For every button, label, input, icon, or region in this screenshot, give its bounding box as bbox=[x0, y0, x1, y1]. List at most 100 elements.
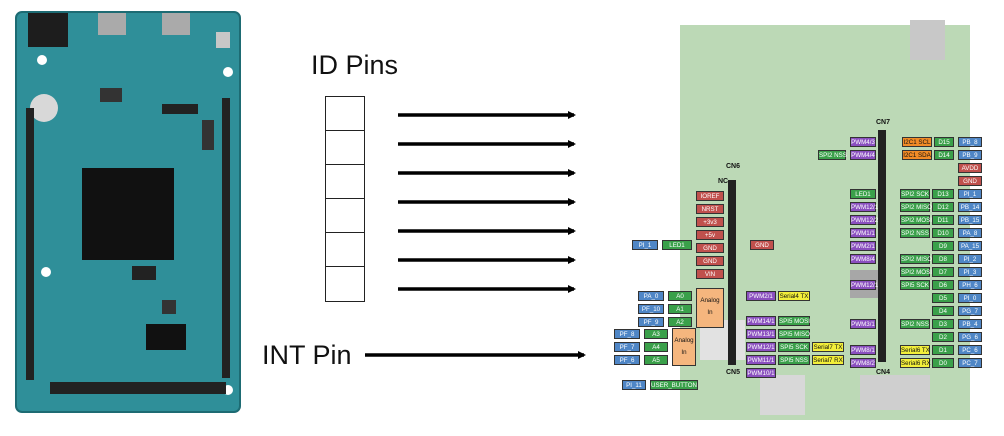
right-dev-board: CN6 NC CN7 CN5 CN4 IOREF NRST +3v3 +5v G… bbox=[610, 20, 990, 425]
port-pf9: PF_9 bbox=[638, 317, 664, 327]
pin-pwm11-1: PWM11/1 bbox=[746, 355, 776, 365]
pin-d6: D6 bbox=[932, 280, 954, 290]
pin-i2c1-scl: I2C1 SCL bbox=[902, 137, 932, 147]
port-pi1-cn7: PI_1 bbox=[958, 189, 982, 199]
cn7-cn4-header bbox=[878, 130, 886, 362]
pin-pwm4-3: PWM4/3 bbox=[850, 137, 876, 147]
pin-spi5-miso: SPI5 MISO bbox=[778, 329, 810, 339]
pin-d4: D4 bbox=[932, 306, 954, 316]
pin-spi2-mosi: SPI2 MOSI bbox=[900, 215, 932, 225]
port-pf10: PF_10 bbox=[638, 304, 664, 314]
pin-led1: LED1 bbox=[662, 240, 692, 250]
pin-pwm4-4: PWM4/4 bbox=[850, 150, 876, 160]
pin-d2: D2 bbox=[932, 332, 954, 342]
pin-serial4-tx: Serial4 TX bbox=[778, 291, 810, 301]
port-pa8: PA_8 bbox=[958, 228, 982, 238]
pin-pwm12-1-cn4: PWM12/1 bbox=[850, 280, 879, 290]
port-pa15: PA_15 bbox=[958, 241, 982, 251]
int-pin-label: INT Pin bbox=[262, 340, 352, 370]
port-pi0: PI_0 bbox=[958, 293, 982, 303]
pin-spi2-mosi-cn4: SPI2 MOSI bbox=[900, 267, 932, 277]
port-pf8: PF_8 bbox=[614, 329, 640, 339]
port-pb14: PB_14 bbox=[958, 202, 982, 212]
pin-serial7-rx: Serial7 RX bbox=[812, 355, 844, 365]
id-pin-cell bbox=[326, 97, 364, 131]
port-pf6: PF_6 bbox=[614, 355, 640, 365]
pin-a0: A0 bbox=[668, 291, 692, 301]
pin-spi2-nss-cn4: SPI2 NSS bbox=[900, 319, 930, 329]
pin-a3: A3 bbox=[644, 329, 668, 339]
pin-user-button: USER_BUTTON bbox=[650, 380, 698, 390]
pin-pwm12-1: PWM12/1 bbox=[746, 342, 776, 352]
pin-spi2-miso: SPI2 MISO bbox=[900, 202, 932, 212]
pin-pwm8-4: PWM8/4 bbox=[850, 254, 876, 264]
pin-spi5-sck: SPI5 SCK bbox=[778, 342, 810, 352]
pin-gnd-right: GND bbox=[750, 240, 774, 250]
pin-d10: D10 bbox=[932, 228, 954, 238]
pin-a2: A2 bbox=[668, 317, 692, 327]
port-pf7: PF_7 bbox=[614, 342, 640, 352]
pin-pwm10-1: PWM10/1 bbox=[746, 368, 776, 378]
pin-pwm3-1: PWM3/1 bbox=[850, 319, 876, 329]
pin-d5: D5 bbox=[932, 293, 954, 303]
analog-in-lower: Analog In bbox=[672, 328, 696, 366]
pin-a1: A1 bbox=[668, 304, 692, 314]
pin-spi5-mosi: SPI5 MOSI bbox=[778, 316, 810, 326]
pin-d15: D15 bbox=[934, 137, 954, 147]
pin-d9: D9 bbox=[932, 241, 954, 251]
id-pin-cell bbox=[326, 165, 364, 199]
pin-spi2-nss-left: SPI2 NSS bbox=[818, 150, 847, 160]
id-pins-label: ID Pins bbox=[311, 50, 399, 80]
cn5-label: CN5 bbox=[726, 369, 741, 376]
cn7-label: CN7 bbox=[876, 119, 891, 126]
pin-d8: D8 bbox=[932, 254, 954, 264]
cn6-cn5-header bbox=[728, 180, 736, 365]
pin-pwm13-1: PWM13/1 bbox=[746, 329, 776, 339]
port-pg6: PG_6 bbox=[958, 332, 982, 342]
pin-serial6-rx: Serial6 RX bbox=[900, 358, 931, 368]
pin-nrst: NRST bbox=[696, 204, 724, 214]
pin-d1: D1 bbox=[932, 345, 954, 355]
pin-pwm14-1: PWM14/1 bbox=[746, 316, 776, 326]
pin-a4: A4 bbox=[644, 342, 668, 352]
pin-d13: D13 bbox=[932, 189, 954, 199]
pin-serial6-tx: Serial6 TX bbox=[900, 345, 930, 355]
pin-pi1: PI_1 bbox=[632, 240, 658, 250]
left-dev-board bbox=[15, 11, 241, 413]
pin-d7: D7 bbox=[932, 267, 954, 277]
pin-vin: VIN bbox=[696, 269, 724, 279]
port-pb9: PB_9 bbox=[958, 150, 982, 160]
pin-pwm2-1: PWM2/1 bbox=[746, 291, 776, 301]
port-pg7: PG_7 bbox=[958, 306, 982, 316]
pin-gnd-cn7: GND bbox=[958, 176, 982, 186]
pin-pwm12-2: PWM12/2 bbox=[850, 215, 879, 225]
id-pin-cell bbox=[326, 233, 364, 267]
port-pa0: PA_0 bbox=[638, 291, 664, 301]
pin-3v3: +3v3 bbox=[696, 217, 724, 227]
port-pb4: PB_4 bbox=[958, 319, 982, 329]
port-pb15: PB_15 bbox=[958, 215, 982, 225]
pin-pwm8-1: PWM8/1 bbox=[850, 345, 876, 355]
pin-d3: D3 bbox=[932, 319, 954, 329]
pin-pwm12-1-cn7: PWM12/1 bbox=[850, 202, 879, 212]
pin-spi2-sck: SPI2 SCK bbox=[900, 189, 930, 199]
pin-avdd: AVDD bbox=[958, 163, 982, 173]
pin-gnd: GND bbox=[696, 256, 724, 266]
analog-in-upper: Analog In bbox=[696, 288, 724, 328]
pin-ioref: IOREF bbox=[696, 191, 724, 201]
id-pins-box bbox=[325, 96, 365, 302]
pin-d0: D0 bbox=[932, 358, 954, 368]
pin-pwm8-2: PWM8/2 bbox=[850, 358, 876, 368]
pin-a5: A5 bbox=[644, 355, 668, 365]
cn6-label: CN6 bbox=[726, 163, 741, 170]
pin-i2c1-sda: I2C1 SDA bbox=[902, 150, 932, 160]
pin-spi2-nss: SPI2 NSS bbox=[900, 228, 930, 238]
pin-pi11: PI_11 bbox=[622, 380, 646, 390]
pin-pwm1-1: PWM1/1 bbox=[850, 228, 876, 238]
cn4-label: CN4 bbox=[876, 369, 891, 376]
port-ph6: PH_6 bbox=[958, 280, 982, 290]
port-pb8: PB_8 bbox=[958, 137, 982, 147]
pin-spi5-nss: SPI5 NSS bbox=[778, 355, 810, 365]
nc-label: NC bbox=[718, 178, 729, 185]
